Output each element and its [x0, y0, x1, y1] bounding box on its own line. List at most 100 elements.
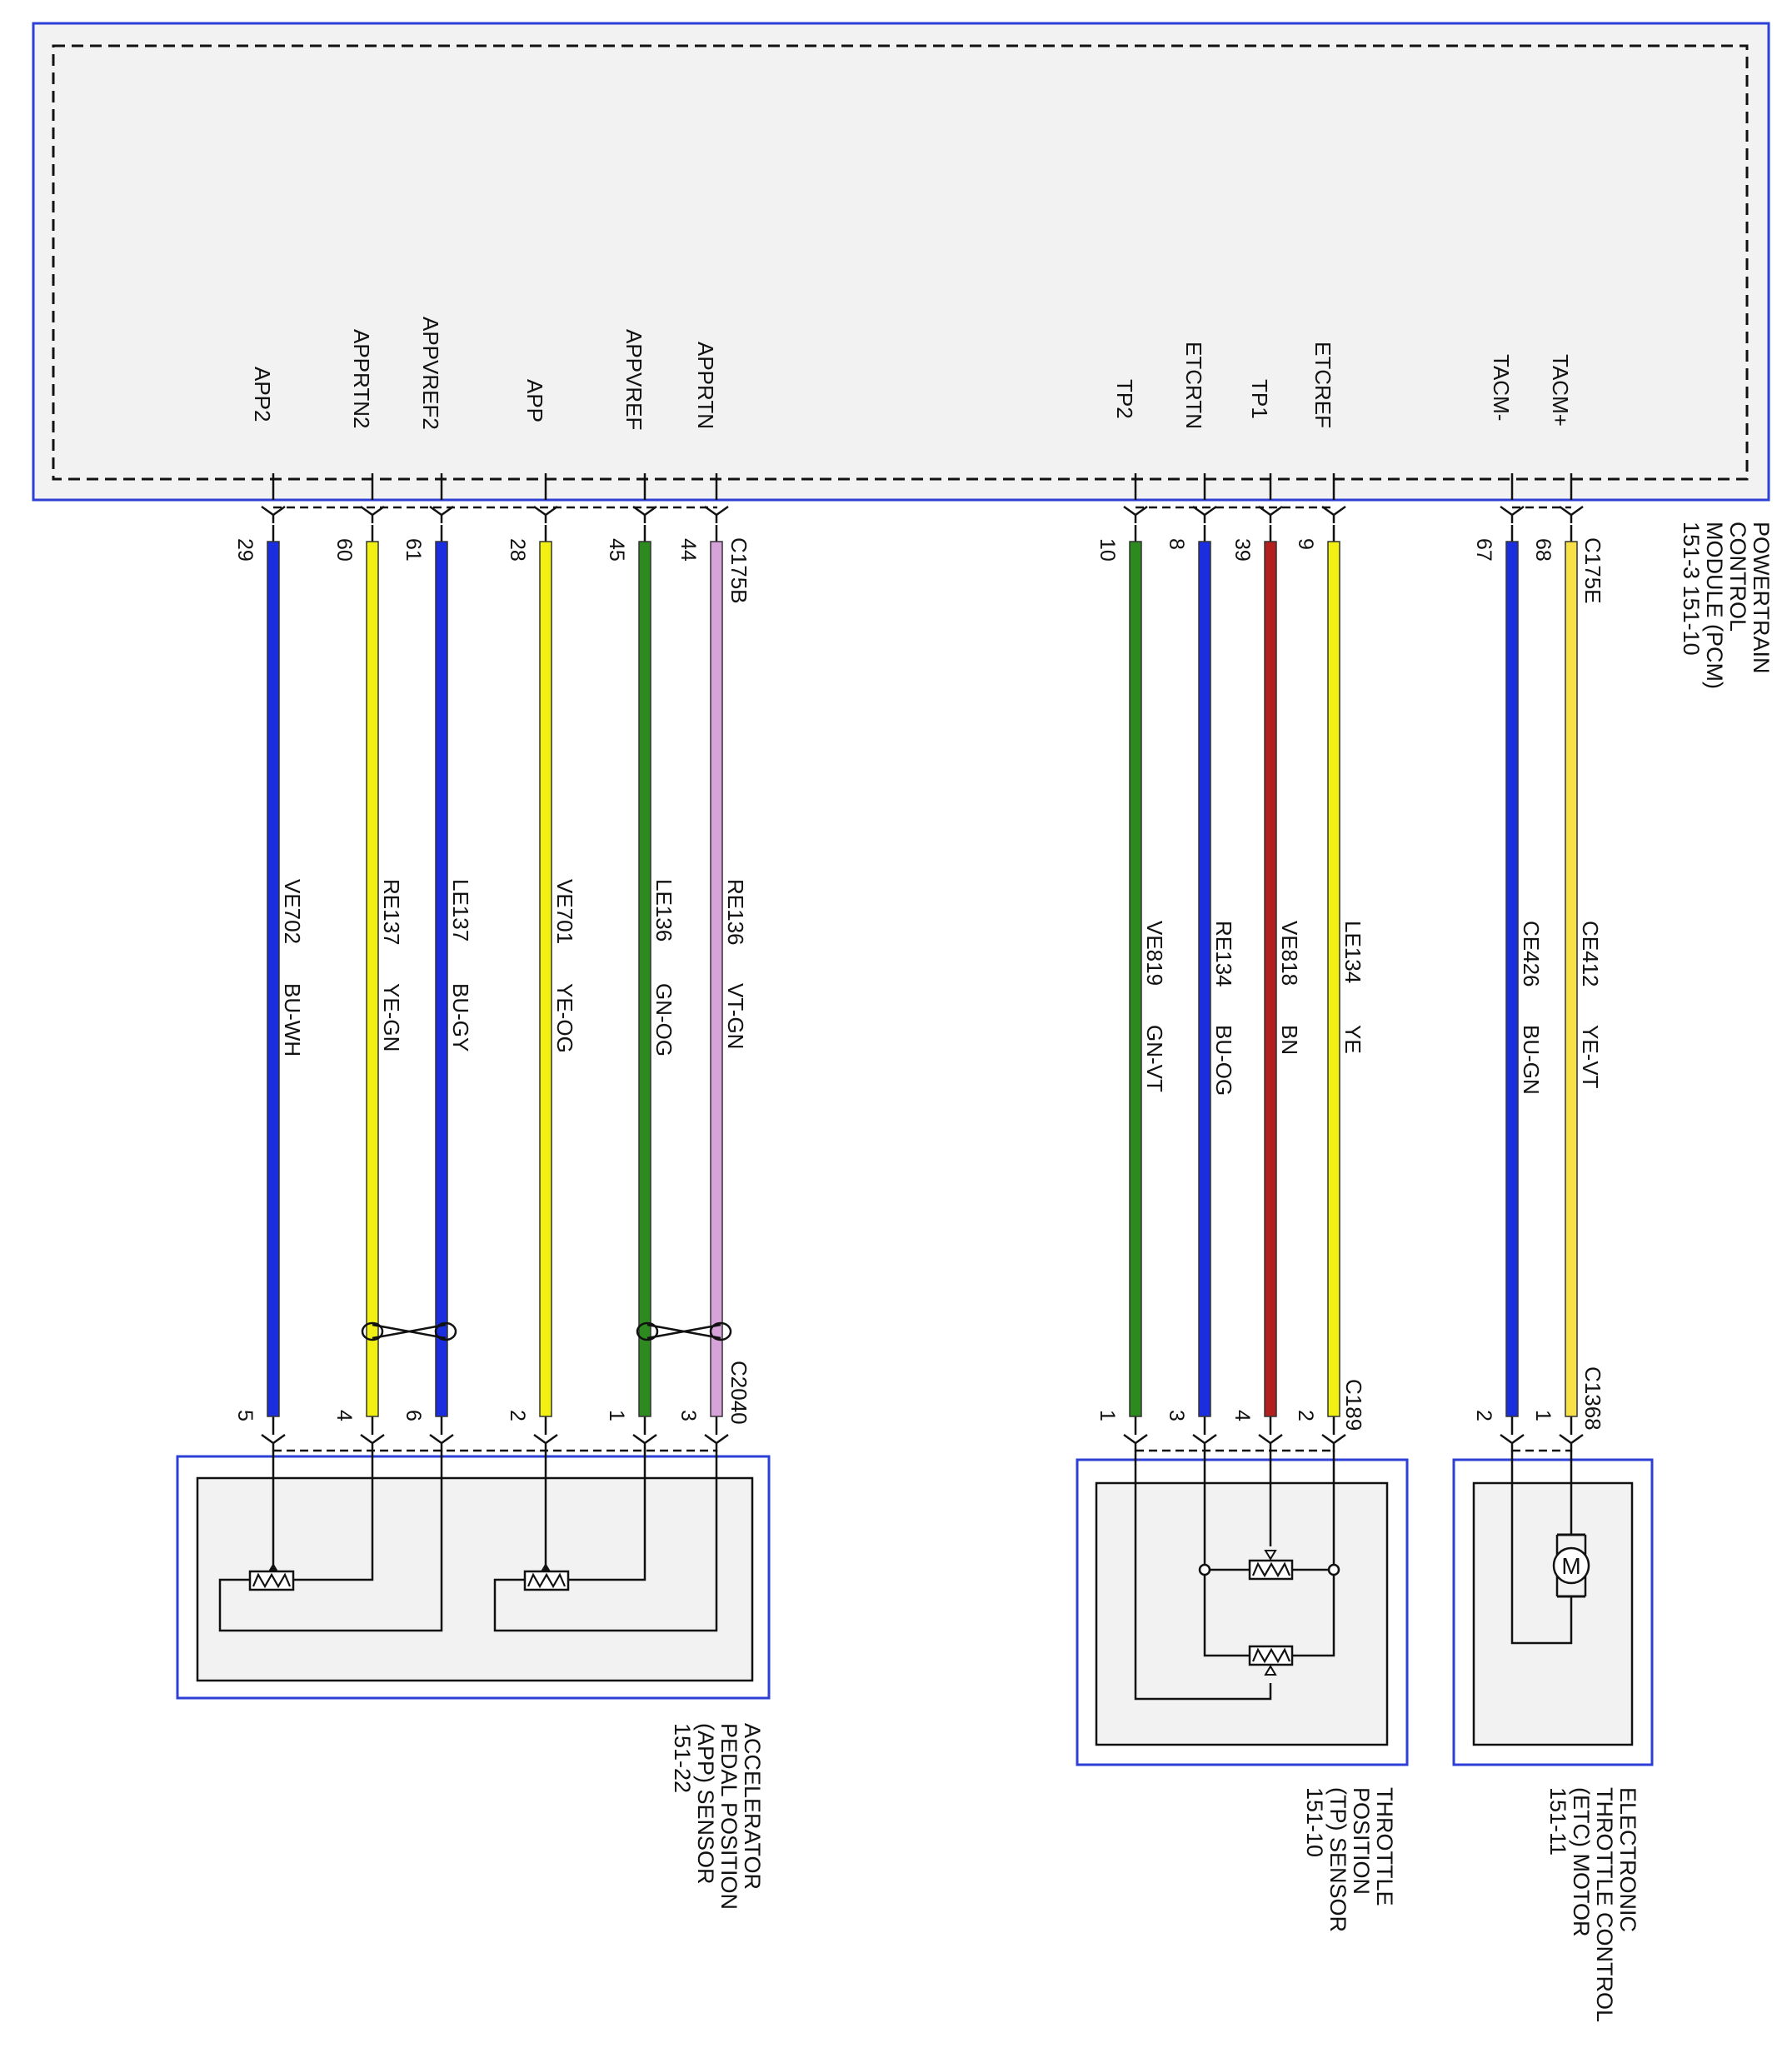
app-title-line: 151-22	[670, 1723, 695, 1793]
wire-body	[435, 541, 448, 1417]
device-pin-number: 3	[1165, 1410, 1188, 1421]
app-sensor: ACCELERATOR PEDAL POSITION (APP) SENSOR …	[176, 1451, 771, 1910]
pcm-pin-arrow-icon	[1559, 505, 1584, 523]
wire-color-code-label: YE	[1340, 1025, 1365, 1054]
wire-color-code-label: BU-GY	[448, 983, 473, 1051]
app-title-line: PEDAL POSITION	[716, 1723, 741, 1910]
pcm-pin-arrow-icon	[1192, 505, 1217, 523]
device-pin-arrow-icon	[261, 1433, 286, 1451]
app2-potentiometer-icon	[248, 1563, 295, 1591]
pcm-pin-number: 9	[1294, 538, 1317, 550]
wire-body	[1264, 541, 1277, 1417]
device-pin-number: 6	[402, 1410, 425, 1421]
pcm-signal-label: TACM-	[1489, 354, 1514, 421]
device-pin-arrow-icon	[429, 1433, 454, 1451]
pcm-pin-arrow-icon	[1500, 505, 1525, 523]
twisted-pair-app2	[361, 1321, 457, 1341]
pcm-pin-arrow-icon	[1321, 505, 1346, 523]
wire-color-code-label: YE-GN	[379, 983, 404, 1051]
pcm-pin-number: 45	[605, 538, 628, 562]
wire-body	[1327, 541, 1340, 1417]
etc-title-line: (ETC) MOTOR	[1569, 1787, 1594, 1936]
pcm-pin-arrow-icon	[632, 505, 657, 523]
pcm-title-line: CONTROL	[1725, 522, 1750, 632]
device-pin-arrow-icon	[1258, 1433, 1283, 1451]
pcm-pin-number: 44	[676, 538, 700, 562]
motor-symbol-label: M	[1561, 1553, 1580, 1579]
wires: APP2295VE702BU-WHAPPRTN2604RE137YE-GNAPP…	[233, 317, 1603, 1451]
connector-label-c175b: C175B	[726, 537, 751, 604]
pcm-inner-dashed-frame	[52, 44, 1749, 481]
pcm-pin-number: 8	[1165, 538, 1188, 550]
app-title-line: ACCELERATOR	[740, 1723, 765, 1890]
pcm-title-line: 151-3 151-10	[1679, 522, 1704, 656]
app-title-line: (APP) SENSOR	[693, 1723, 718, 1885]
wire-body	[638, 541, 651, 1417]
pcm-pin-number: 67	[1472, 538, 1495, 562]
pcm-signal-label: APPRTN2	[349, 329, 374, 428]
circuit-id-label: VE819	[1142, 921, 1167, 986]
pcm-signal-label: ETCRTN	[1181, 342, 1206, 429]
connector-label-c175e: C175E	[1580, 537, 1605, 604]
wire-color-code-label: BU-WH	[280, 983, 305, 1056]
device-pin-number: 2	[1294, 1410, 1317, 1421]
circuit-id-label: VE818	[1277, 921, 1302, 986]
tp1-potentiometer-icon	[1248, 1550, 1294, 1581]
device-pin-arrow-icon	[632, 1433, 657, 1451]
pcm-pin-arrow-icon	[261, 505, 286, 523]
circuit-id-label: RE136	[723, 879, 748, 946]
wire-color-code-label: BU-GN	[1519, 1025, 1544, 1095]
etc-title-line: THROTTLE CONTROL	[1592, 1787, 1617, 2022]
tp-title-line: POSITION	[1349, 1787, 1374, 1895]
device-pin-arrow-icon	[533, 1433, 558, 1451]
wire-color-code-label: BN	[1277, 1025, 1302, 1055]
pcm-signal-label: APP	[522, 379, 547, 422]
pcm-pin-number: 28	[506, 538, 529, 562]
circuit-id-label: VE702	[280, 879, 305, 944]
device-pin-number: 2	[1472, 1410, 1495, 1421]
wire-body	[1505, 541, 1519, 1417]
connector-label-c2040: C2040	[726, 1361, 751, 1425]
motor-icon: M	[1552, 1533, 1590, 1598]
device-pin-arrow-icon	[704, 1433, 729, 1451]
wire-color-code-label: YE-VT	[1578, 1025, 1603, 1089]
device-pin-arrow-icon	[1192, 1433, 1217, 1451]
app-sensor-title: ACCELERATOR PEDAL POSITION (APP) SENSOR …	[670, 1723, 765, 1910]
wire-body	[710, 541, 723, 1417]
circuit-id-label: VE701	[552, 879, 577, 944]
pcm-signal-label: ETCREF	[1310, 342, 1335, 428]
tp-sensor: THROTTLE POSITION (TP) SENSOR 151-10	[1076, 1451, 1409, 1932]
wire-color-code-label: YE-OG	[552, 983, 577, 1053]
pcm-pin-arrow-icon	[533, 505, 558, 523]
circuit-id-label: CE412	[1578, 921, 1603, 987]
pcm-signal-label: TP2	[1112, 379, 1137, 419]
pcm-title-line: MODULE (PCM)	[1702, 522, 1727, 689]
app-potentiometer-icon	[523, 1563, 570, 1591]
wire-body	[1565, 541, 1578, 1417]
pcm-pin-number: 60	[332, 538, 356, 562]
device-pin-number: 3	[676, 1410, 700, 1421]
wire-body	[366, 541, 379, 1417]
wire-body	[539, 541, 552, 1417]
pcm-pin-arrow-icon	[429, 505, 454, 523]
pcm-pin-arrow-icon	[1258, 505, 1283, 523]
device-pin-arrow-icon	[1123, 1433, 1148, 1451]
pcm-pin-number: 29	[233, 538, 257, 562]
wire-color-code-label: BU-OG	[1211, 1025, 1236, 1096]
circuit-id-label: LE136	[651, 879, 676, 942]
device-pin-arrow-icon	[360, 1433, 385, 1451]
device-pin-number: 2	[506, 1410, 529, 1421]
pcm-signal-label: APPVREF	[621, 329, 646, 430]
pcm-signal-label: TACM+	[1548, 354, 1573, 427]
pcm-outer-frame	[32, 22, 1770, 502]
circuit-id-label: RE137	[379, 879, 404, 946]
device-pin-number: 1	[605, 1410, 628, 1421]
